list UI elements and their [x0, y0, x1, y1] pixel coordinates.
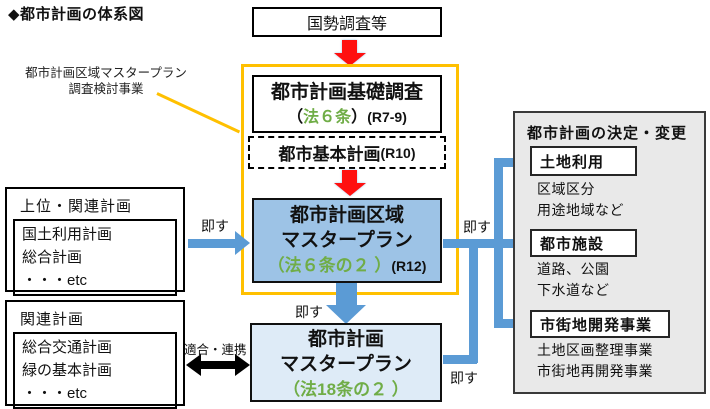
red-down-arrow-1-head [334, 53, 366, 66]
area-mp-law-line: （法６条の２ ）(R12) [254, 253, 440, 279]
land-use-box: 土地利用 [530, 146, 637, 176]
basic-survey-box: 都市計画基礎調査 （法６条）(R7-9) [252, 75, 442, 133]
basic-survey-title: 都市計画基礎調査 [270, 82, 423, 103]
basic-plan-title: 都市基本計画 [278, 145, 381, 164]
conform-arrow-left-head [186, 354, 201, 376]
red-down-arrow-2-shaft [342, 170, 357, 183]
city-mp-law: （法18条の２ ） [283, 380, 409, 399]
basic-plan-box: 都市基本計画(R10) [248, 136, 446, 169]
sokusu-label-right-bottom: 即す [450, 370, 478, 386]
connector-h-top [494, 158, 517, 167]
connector-v-city-mp [469, 243, 478, 363]
city-mp-title2: マスタープラン [280, 354, 412, 375]
basic-plan-period: (R10) [380, 144, 416, 161]
annotation-connector-line [156, 92, 241, 134]
related-plan-item: ・・・etc [22, 385, 88, 402]
area-mp-law: （法６条の２ ） [267, 256, 392, 275]
annotation-line1: 都市計画区域マスタープラン [25, 66, 187, 80]
development-box: 市街地開発事業 [530, 310, 670, 338]
census-label: 国勢調査等 [306, 16, 387, 33]
conform-arrow-right-head [235, 354, 250, 376]
area-mp-period: (R12) [391, 258, 427, 274]
red-down-arrow-1-shaft [342, 40, 357, 53]
annotation-line2: 調査検討事業 [68, 82, 144, 96]
connector-h-city-mp [443, 355, 477, 364]
facilities-items: 道路、公園 下水道など [537, 259, 610, 301]
development-items: 土地区画整理事業 市街地再開発事業 [537, 340, 653, 382]
facilities-item: 下水道など [537, 282, 610, 298]
upper-plan-item: 総合計画 [22, 249, 83, 266]
sokusu-label-left: 即す [201, 218, 229, 234]
related-plan-item: 緑の基本計画 [22, 362, 113, 379]
blue-down-arrow-shaft [336, 283, 357, 305]
related-plans-list: 総合交通計画 緑の基本計画 ・・・etc [13, 332, 177, 409]
annotation-label: 都市計画区域マスタープラン 調査検討事業 [10, 65, 202, 97]
city-master-plan-box: 都市計画 マスタープラン （法18条の２ ） [250, 323, 442, 402]
city-mp-title1: 都市計画 [307, 329, 384, 350]
development-item: 土地区画整理事業 [537, 342, 653, 358]
sokusu-label-right-top: 即す [463, 219, 491, 235]
conform-label: 適合・連携 [184, 343, 247, 357]
upper-plan-item: 国土利用計画 [22, 226, 113, 243]
land-use-items: 区域区分 用途地域など [537, 179, 624, 221]
upper-plans-title: 上位・関連計画 [20, 198, 133, 215]
decision-panel-title: 都市計画の決定・変更 [527, 125, 688, 142]
connector-h-bottom [494, 319, 517, 328]
upper-plan-item: ・・・etc [22, 272, 88, 289]
basic-survey-period: (R7-9) [367, 109, 407, 125]
upper-plans-list: 国土利用計画 総合計画 ・・・etc [13, 219, 177, 296]
sokusu-left-arrow-head [235, 231, 250, 255]
conform-arrow-shaft [200, 361, 236, 369]
land-use-item: 用途地域など [537, 202, 624, 218]
land-use-item: 区域区分 [537, 181, 595, 197]
red-down-arrow-2 [334, 170, 366, 196]
sokusu-left-arrow-shaft [188, 239, 235, 248]
red-down-arrow-2-head [334, 183, 366, 196]
sokusu-label-center: 即す [295, 304, 323, 320]
related-plans-title: 関連計画 [20, 311, 85, 328]
red-down-arrow-1 [334, 40, 366, 66]
blue-down-arrow-head [326, 305, 366, 324]
facilities-box: 都市施設 [530, 229, 637, 257]
area-mp-title1: 都市計画区域 [289, 205, 404, 226]
upper-plans-box: 上位・関連計画 国土利用計画 総合計画 ・・・etc [5, 187, 185, 296]
connector-h-area-mp [443, 239, 517, 248]
basic-survey-law-line: （法６条）(R7-9) [287, 109, 407, 126]
basic-survey-law: 法６条 [303, 109, 352, 126]
area-master-plan-box: 都市計画区域 マスタープラン （法６条の２ ）(R12) [252, 198, 442, 283]
census-box: 国勢調査等 [252, 7, 442, 37]
connector-v-branch [494, 158, 503, 328]
development-item: 市街地再開発事業 [537, 363, 653, 379]
page-title: ◆都市計画の体系図 [8, 6, 145, 23]
related-plan-item: 総合交通計画 [22, 339, 113, 356]
area-mp-title2: マスタープラン [281, 230, 413, 251]
related-plans-box: 関連計画 総合交通計画 緑の基本計画 ・・・etc [5, 300, 185, 409]
facilities-item: 道路、公園 [537, 261, 610, 277]
